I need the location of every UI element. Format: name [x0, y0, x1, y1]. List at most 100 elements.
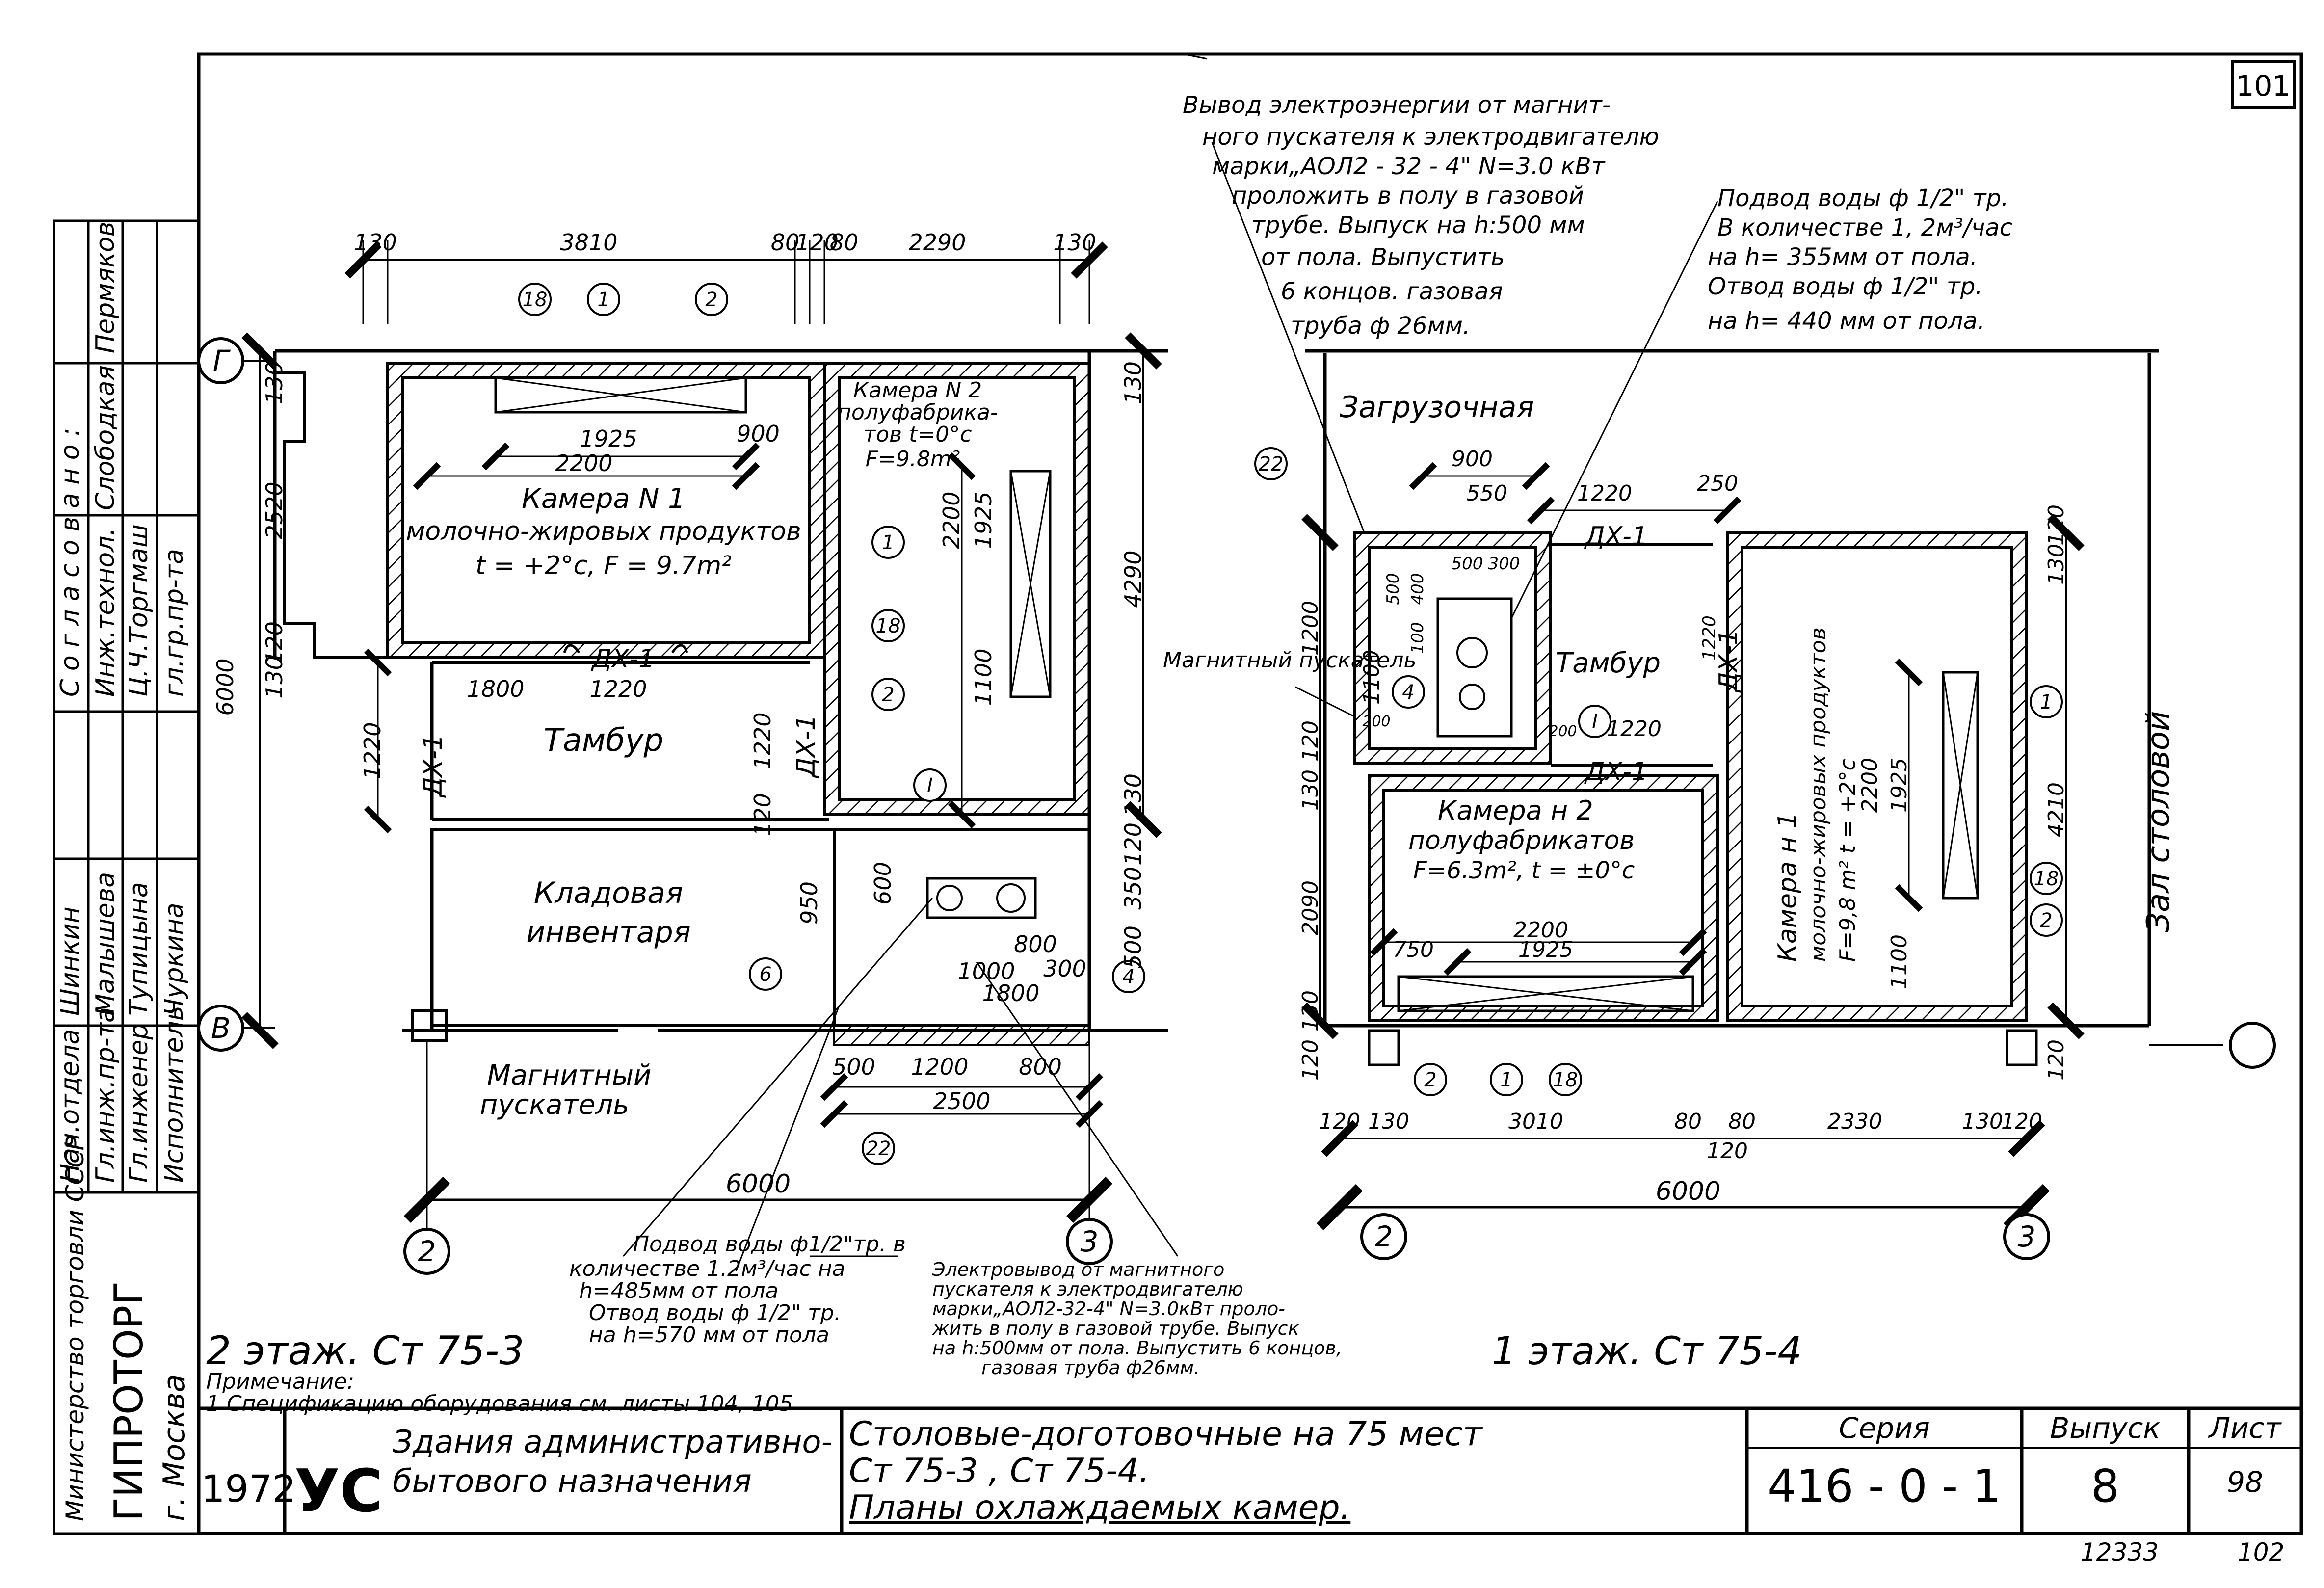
water-r-1: Подвод воды ф 1/2" тр.: [1717, 185, 2008, 212]
dim: 130: [1053, 229, 1096, 256]
dim: 2200: [1513, 918, 1568, 943]
starter-label-1: Магнитный: [487, 1059, 652, 1091]
dim: 200: [1362, 713, 1390, 730]
dim: 550: [1466, 481, 1507, 506]
dim: 130: [1368, 1109, 1409, 1134]
door-right-3: ДХ-1: [1714, 629, 1743, 693]
power-r-5: трубе. Выпуск на h:500 мм: [1251, 212, 1585, 239]
power-note-2: пускателя к электродвигателю: [932, 1278, 1243, 1300]
power-note-6: газовая труба ф26мм.: [981, 1357, 1200, 1378]
axis-2-label: 2: [418, 1235, 436, 1268]
dim: 350: [1120, 867, 1146, 910]
callout-2-right: 2: [2040, 909, 2052, 932]
dims-right-plan: 900 550 1220 250 500 300 400 100 1200 11…: [1298, 447, 2069, 1206]
callout-2b-right: 2: [1424, 1069, 1436, 1091]
dim: 1220: [749, 712, 776, 769]
cam2-right-name: Камера н 2: [1438, 795, 1593, 826]
staff-role-3: Гл.инженер: [124, 1024, 154, 1183]
cam1-right-desc: молочно-жировых продуктов: [1806, 627, 1831, 962]
door-right-1: ДХ-1: [1584, 522, 1648, 551]
agreed-title: С о г л а с о в а н о :: [55, 427, 85, 697]
staff-name-3: Тупицына: [124, 882, 154, 1016]
tambur-label: Тамбур: [544, 722, 664, 759]
title-line-3: Планы охлаждаемых камер.: [849, 1488, 1350, 1527]
logo: УС: [294, 1457, 383, 1526]
dim: 1925: [1518, 937, 1573, 962]
issue-value: 8: [2091, 1460, 2120, 1512]
cam1-name: Камера N 1: [522, 483, 686, 515]
dim: 2290: [908, 229, 966, 256]
dim: 950: [796, 881, 822, 925]
issue-label: Выпуск: [2050, 1411, 2161, 1445]
dim: 3810: [560, 229, 617, 256]
dim: 120: [2044, 1039, 2069, 1081]
dim: 80: [830, 229, 859, 256]
side-stamp-text: С о г л а с о в а н о : Инж.технол. Слоб…: [55, 222, 191, 1521]
title-block: [197, 1406, 2303, 1535]
dim: 500: [1452, 554, 1483, 574]
dim: 500: [1120, 926, 1146, 969]
bottom-code: 12333: [2081, 1538, 2159, 1566]
dim: 130: [1120, 361, 1146, 404]
water-r-3: на h= 355мм от пола.: [1708, 243, 1978, 271]
water-r-4: Отвод воды ф 1/2" тр.: [1708, 273, 1982, 300]
store-label-2: инвентаря: [526, 915, 691, 950]
callout-18b: 18: [876, 615, 901, 637]
dim: 1925: [580, 425, 637, 452]
dim: 130: [354, 229, 397, 256]
dim: 1000: [957, 958, 1015, 984]
callout-22: 22: [866, 1138, 891, 1160]
dim: 2500: [933, 1088, 990, 1114]
dim: 1100: [970, 648, 997, 706]
callouts-left: [518, 283, 1145, 1165]
dim: 900: [737, 421, 780, 447]
axis-v-label: В: [211, 1011, 231, 1045]
caption-right: 1 этаж. Ст 75-4: [1492, 1329, 1802, 1374]
dim: 80: [1728, 1109, 1756, 1134]
notes-right: Вывод электроэнергии от магнит- ного пус…: [1183, 91, 2012, 1374]
dim: 120: [2044, 504, 2069, 546]
dim: 100: [1408, 622, 1427, 654]
dim: 2200: [555, 450, 612, 476]
cam2-desc2: тов t=0°c: [864, 422, 972, 447]
dim: 120: [795, 229, 839, 256]
dim: 250: [1697, 471, 1738, 496]
callout-1b: 1: [882, 531, 894, 554]
agreed-role-2: Ц.Ч.Торгмаш: [124, 524, 154, 697]
side-stamp: [53, 219, 200, 1535]
dim: 130: [2044, 544, 2069, 585]
dim: 120: [1298, 720, 1323, 762]
dim: 400: [1408, 573, 1427, 605]
note-title: Примечание:: [206, 1369, 354, 1394]
door-label-2: ДХ-1: [419, 734, 448, 798]
callout-labels-right: 22 4 I 1 18 2 2 1 18: [1259, 453, 2059, 1091]
water-note-4: Отвод воды ф 1/2" тр.: [589, 1300, 841, 1325]
dim: 4290: [1120, 550, 1146, 608]
loading-label: Загрузочная: [1340, 390, 1534, 424]
dim: 120: [1120, 822, 1146, 866]
axis-g-label: Г: [213, 344, 231, 377]
callout-i: I: [927, 774, 933, 797]
power-r-1: Вывод электроэнергии от магнит-: [1183, 91, 1611, 119]
agreed-sign-1: Пермяков: [91, 222, 120, 353]
corner-number: 101: [2236, 69, 2291, 103]
callout-i-right: I: [1592, 711, 1598, 733]
dim: 2520: [261, 481, 288, 539]
dim: 2200: [938, 491, 965, 549]
door-label-1: ДХ-1: [591, 644, 655, 674]
power-r-3: марки„АОЛ2 - 32 - 4" N=3.0 кВт: [1212, 153, 1606, 180]
city-label: г. Москва: [157, 1374, 191, 1521]
agreed-role-1: Инж.технол.: [91, 528, 120, 697]
dim: 120: [1298, 1039, 1323, 1081]
callout-4-right: 4: [1402, 681, 1414, 704]
staff-name-4: Чуркина: [159, 903, 189, 1016]
agreed-role-3: гл.гр.пр-та: [159, 549, 189, 697]
dim: 200: [1549, 723, 1577, 740]
dim: 900: [1452, 447, 1493, 472]
power-note-1: Электровывод от магнитного: [932, 1259, 1224, 1280]
cam1-right-name: Камера н 1: [1773, 812, 1802, 962]
cam2-name: Камера N 2: [853, 378, 982, 403]
axis-3-label-right: 3: [2018, 1220, 2036, 1253]
dim: 500: [832, 1054, 875, 1080]
axis-3-label: 3: [1081, 1225, 1099, 1258]
